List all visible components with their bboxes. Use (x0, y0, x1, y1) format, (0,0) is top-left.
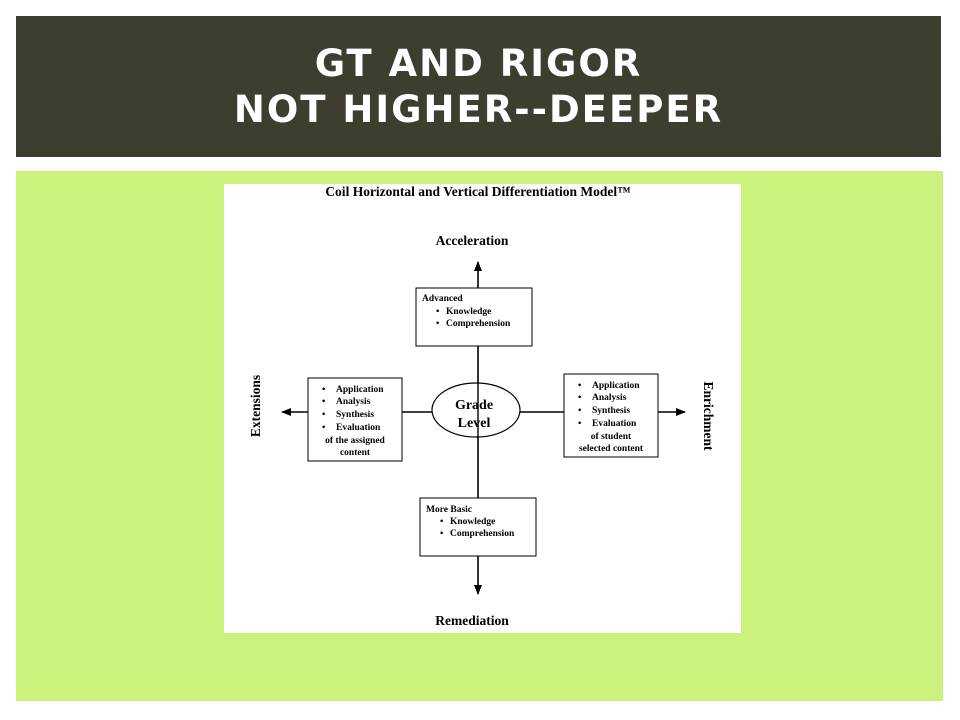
enrichment-box-item: Synthesis (592, 406, 630, 416)
bullet-dot: • (322, 410, 325, 420)
bullet-dot: • (578, 406, 581, 416)
more-basic-box-item: Knowledge (450, 517, 495, 527)
advanced-box-item: Knowledge (446, 307, 491, 317)
bullet-dot: • (322, 397, 325, 407)
enrichment-box-item: Application (592, 381, 640, 391)
differentiation-model-diagram: Coil Horizontal and Vertical Differentia… (248, 184, 716, 628)
axis-label-left: Extensions (248, 375, 263, 437)
axis-label-right: Enrichment (701, 382, 716, 452)
enrichment-box: • Application • Analysis • Synthesis • E… (563, 373, 659, 458)
advanced-box-item: Comprehension (446, 319, 511, 329)
enrichment-box-item: Analysis (592, 393, 627, 403)
grade-level-label-line2: Level (458, 416, 491, 431)
bullet-dot: • (436, 319, 439, 329)
extensions-box-footer: content (340, 448, 371, 458)
axis-label-top: Acceleration (436, 233, 509, 248)
bullet-dot: • (578, 393, 581, 403)
bullet-dot: • (578, 419, 581, 429)
extensions-box-footer: of the assigned (325, 436, 385, 446)
advanced-box: Advanced • Knowledge • Comprehension (415, 287, 533, 347)
advanced-box-heading: Advanced (422, 294, 463, 304)
bullet-dot: • (440, 517, 443, 527)
diagram-title: Coil Horizontal and Vertical Differentia… (325, 184, 630, 199)
extensions-box-item: Analysis (336, 397, 371, 407)
extensions-box-item: Synthesis (336, 410, 374, 420)
enrichment-box-footer: selected content (579, 444, 644, 454)
extensions-box-item: Evaluation (336, 423, 381, 433)
bullet-dot: • (578, 381, 581, 391)
bullet-dot: • (436, 307, 439, 317)
grade-level-ellipse: Grade Level (431, 382, 521, 438)
more-basic-box: More Basic • Knowledge • Comprehension (419, 497, 537, 557)
enrichment-box-item: Evaluation (592, 419, 637, 429)
slide-title-line-2: NOT HIGHER--DEEPER (233, 87, 724, 131)
more-basic-box-item: Comprehension (450, 529, 515, 539)
extensions-box: • Application • Analysis • Synthesis • E… (307, 377, 403, 462)
bullet-dot: • (322, 385, 325, 395)
extensions-box-item: Application (336, 385, 384, 395)
grade-level-label-line1: Grade (455, 398, 493, 413)
more-basic-box-heading: More Basic (426, 505, 472, 515)
enrichment-box-footer: of student (591, 432, 632, 442)
slide-title-bar: GT AND RIGOR NOT HIGHER--DEEPER (16, 16, 941, 157)
slide-title-line-1: GT AND RIGOR (314, 41, 643, 85)
bullet-dot: • (440, 529, 443, 539)
differentiation-model-figure: Coil Horizontal and Vertical Differentia… (224, 184, 741, 633)
bullet-dot: • (322, 423, 325, 433)
axis-label-bottom: Remediation (435, 613, 509, 628)
